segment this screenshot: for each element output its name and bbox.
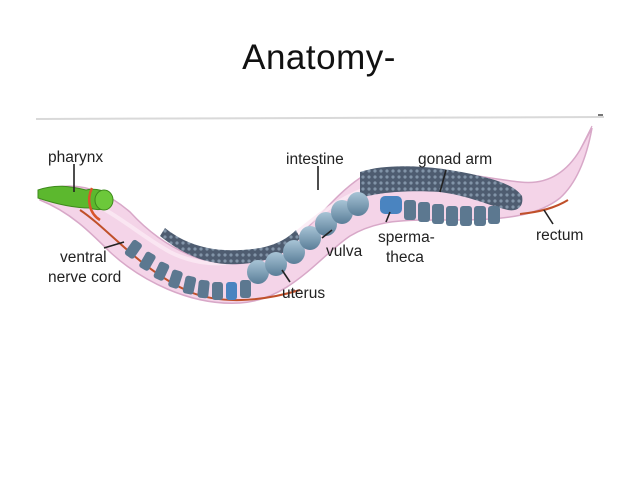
label-spermatheca-line2: theca: [386, 249, 424, 266]
pharynx-bulb: [94, 189, 114, 211]
uterus-eggs: [247, 192, 369, 284]
slide-title: Anatomy-: [242, 38, 396, 77]
pointer-rectum: [543, 209, 554, 225]
label-spermatheca-line1: sperma-: [378, 229, 435, 246]
pointer-vulva: [321, 229, 333, 239]
spermatheca: [380, 196, 402, 214]
pointer-spermatheca: [385, 211, 391, 223]
label-gonad-arm: gonad arm: [418, 151, 492, 168]
anterior-gonad-arm: [160, 228, 300, 265]
label-uterus: uterus: [282, 285, 325, 302]
pointer-gonad-arm: [439, 169, 447, 193]
nerve-ring: [88, 187, 101, 222]
pointer-lines: [73, 164, 554, 283]
posterior-oocytes: [404, 200, 500, 226]
anterior-oocytes: [124, 239, 251, 300]
figure-top-border: [35, 116, 605, 120]
label-rectum: rectum: [536, 227, 583, 244]
label-vulva: vulva: [326, 243, 363, 260]
label-pharynx: pharynx: [48, 149, 103, 166]
label-ventral-line1: ventral: [60, 249, 107, 266]
pointer-ventral: [103, 241, 125, 249]
worm-tail: [579, 125, 593, 151]
rectum-nerve-line: [519, 199, 569, 215]
pointer-uterus: [281, 269, 291, 283]
label-ventral-line2: nerve cord: [48, 269, 121, 286]
label-intestine: intestine: [286, 151, 344, 168]
